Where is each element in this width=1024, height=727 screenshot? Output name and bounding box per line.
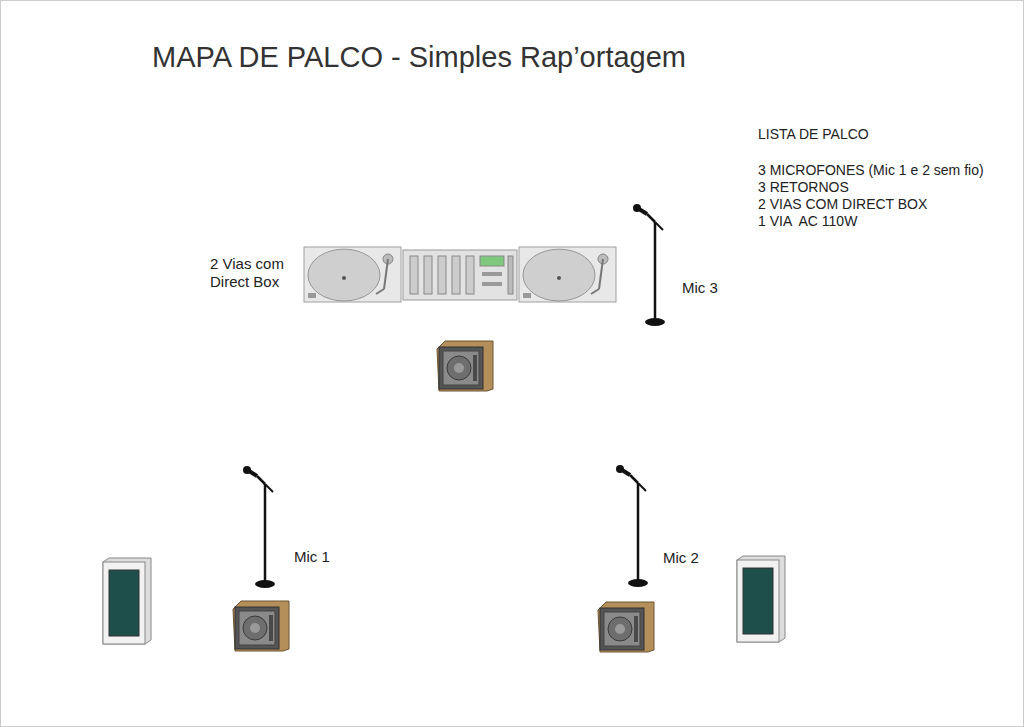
list-heading: LISTA DE PALCO — [758, 126, 869, 143]
list-item: 2 VIAS COM DIRECT BOX — [758, 196, 927, 213]
mic-label: Mic 2 — [663, 549, 699, 567]
list-item: 3 RETORNOS — [758, 179, 849, 196]
mic-label: Mic 3 — [682, 279, 718, 297]
list-item: 3 MICROFONES (Mic 1 e 2 sem fio) — [758, 162, 984, 179]
list-item: 1 VIA AC 110W — [758, 213, 857, 230]
equipment-label: 2 Vias com Direct Box — [210, 255, 306, 291]
page-title: MAPA DE PALCO - Simples Rap’ortagem — [152, 40, 686, 75]
mixer — [403, 250, 517, 300]
mic-label: Mic 1 — [294, 548, 330, 566]
